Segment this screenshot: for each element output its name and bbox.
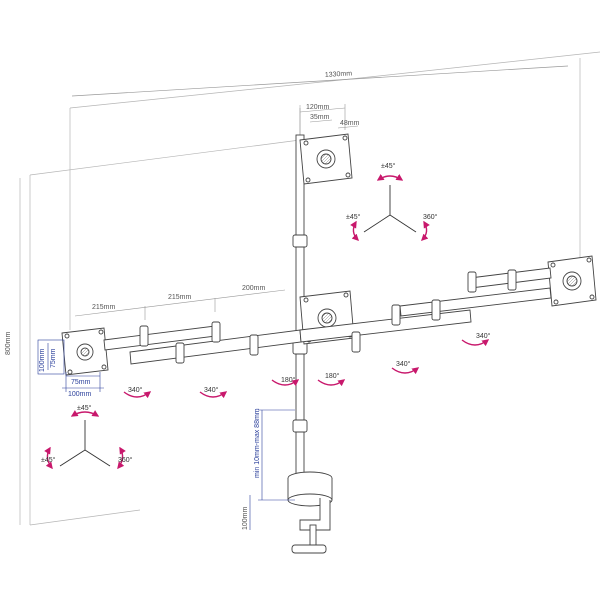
joint-rotation-340-c: 340° [396,360,411,368]
dim-vesa-75-w: 75mm [71,379,91,386]
reference-frame [19,51,600,526]
top-swivel-label: ±45° [346,213,361,221]
central-pole [292,134,308,491]
left-rotate-label: 360° [118,456,133,464]
rotation-indicator-top [363,185,417,233]
dimension-arm-segments [74,289,286,320]
vesa-dimensions [37,339,104,392]
vesa-plate-right [547,255,597,307]
dim-arm-segment-1: 215mm [92,304,116,311]
joint-rotation-180-b: 180° [325,372,340,380]
joint-rotation-180-a: 180° [281,376,296,384]
clamp-dimensions [249,409,295,530]
rotation-indicator-left [59,420,111,467]
joint-rotation-arrows [123,339,490,399]
dim-clamp-range: min 10mm-max 88mm [254,408,261,478]
dimension-total-width: 1330mm [71,65,569,97]
dim-clamp-height: 100mm [242,506,249,530]
dimension-top-plate [299,104,359,135]
joint-rotation-340-d: 340° [476,332,491,340]
dim-top-pole-offset: 35mm [310,114,330,121]
left-swivel-label: ±45° [41,456,56,464]
dim-vesa-75-h: 75mm [50,348,57,368]
dim-vesa-100-w: 100mm [68,391,92,398]
top-tilt-label: ±45° [381,162,396,170]
vesa-plate-top [299,133,353,185]
joint-rotation-340-b: 340° [204,386,219,394]
dim-vesa-100-h: 100mm [39,348,46,372]
left-tilt-label: ±45° [77,404,92,412]
left-arm [103,321,302,365]
dim-arm-segment-3: 200mm [242,285,266,292]
dimension-height: 800mm [5,331,12,355]
vesa-plate-left [61,327,109,376]
desk-clamp [287,471,333,554]
joint-rotation-340-a: 340° [128,386,143,394]
dim-arm-segment-2: 215mm [168,294,192,301]
dim-top-plate-width: 120mm [306,104,330,111]
dim-top-spacing: 48mm [340,120,360,127]
dim-total-width: 1330mm [325,70,353,79]
top-rotate-label: 360° [423,213,438,221]
rotation-arrows-left [44,410,126,470]
dim-height: 800mm [5,331,12,355]
rotation-arrows-top [350,173,430,241]
right-arm [299,267,552,353]
